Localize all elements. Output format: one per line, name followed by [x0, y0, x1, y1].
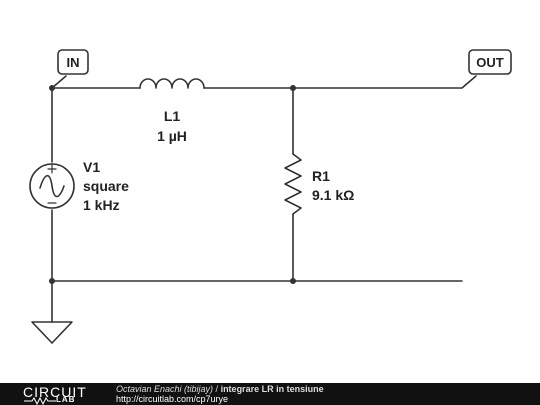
source-name: V1: [83, 159, 100, 175]
ground-icon: [31, 321, 73, 344]
source-type: square: [83, 178, 129, 194]
circuit-diagram: IN OUT L1 1 µH V1 square 1 kHz R1 9.1 kΩ: [29, 49, 512, 344]
in-port-label: IN: [67, 55, 80, 70]
sine-wave-icon: [39, 174, 65, 198]
resistor-value: 9.1 kΩ: [312, 187, 354, 203]
footer-credit: Octavian Enachi (tibijay) / integrare LR…: [116, 384, 324, 394]
inductor-name: L1: [164, 108, 181, 124]
resistor-name: R1: [312, 168, 330, 184]
junction-dot: [290, 278, 296, 284]
out-port[interactable]: OUT: [468, 49, 512, 75]
source-plus-icon: [47, 164, 57, 174]
footer-bar: CIRCUIT LAB Octavian Enachi (tibijay) / …: [0, 383, 540, 405]
logo-resistor-icon: [24, 397, 56, 405]
footer-separator: /: [213, 384, 221, 394]
out-port-label: OUT: [476, 55, 504, 70]
junction-dot: [290, 85, 296, 91]
in-port[interactable]: IN: [57, 49, 89, 75]
voltage-source-icon: [29, 163, 75, 209]
footer-url[interactable]: http://circuitlab.com/cp7urye: [116, 394, 229, 404]
junction-dot: [49, 85, 55, 91]
circuitlab-logo[interactable]: CIRCUIT: [23, 384, 87, 400]
resistor-zigzag-icon: [284, 153, 302, 215]
inductor-value: 1 µH: [157, 128, 187, 144]
wire-in-port: [51, 75, 67, 89]
author-name[interactable]: Octavian Enachi (tibijay): [116, 384, 214, 394]
wire-inductor-to-out: [203, 75, 477, 89]
circuitlab-logo-sub: LAB: [56, 395, 76, 404]
inductor-coil-icon: [139, 78, 205, 89]
source-frequency: 1 kHz: [83, 197, 120, 213]
junction-dot: [49, 278, 55, 284]
circuit-title: integrare LR in tensiune: [220, 384, 324, 394]
